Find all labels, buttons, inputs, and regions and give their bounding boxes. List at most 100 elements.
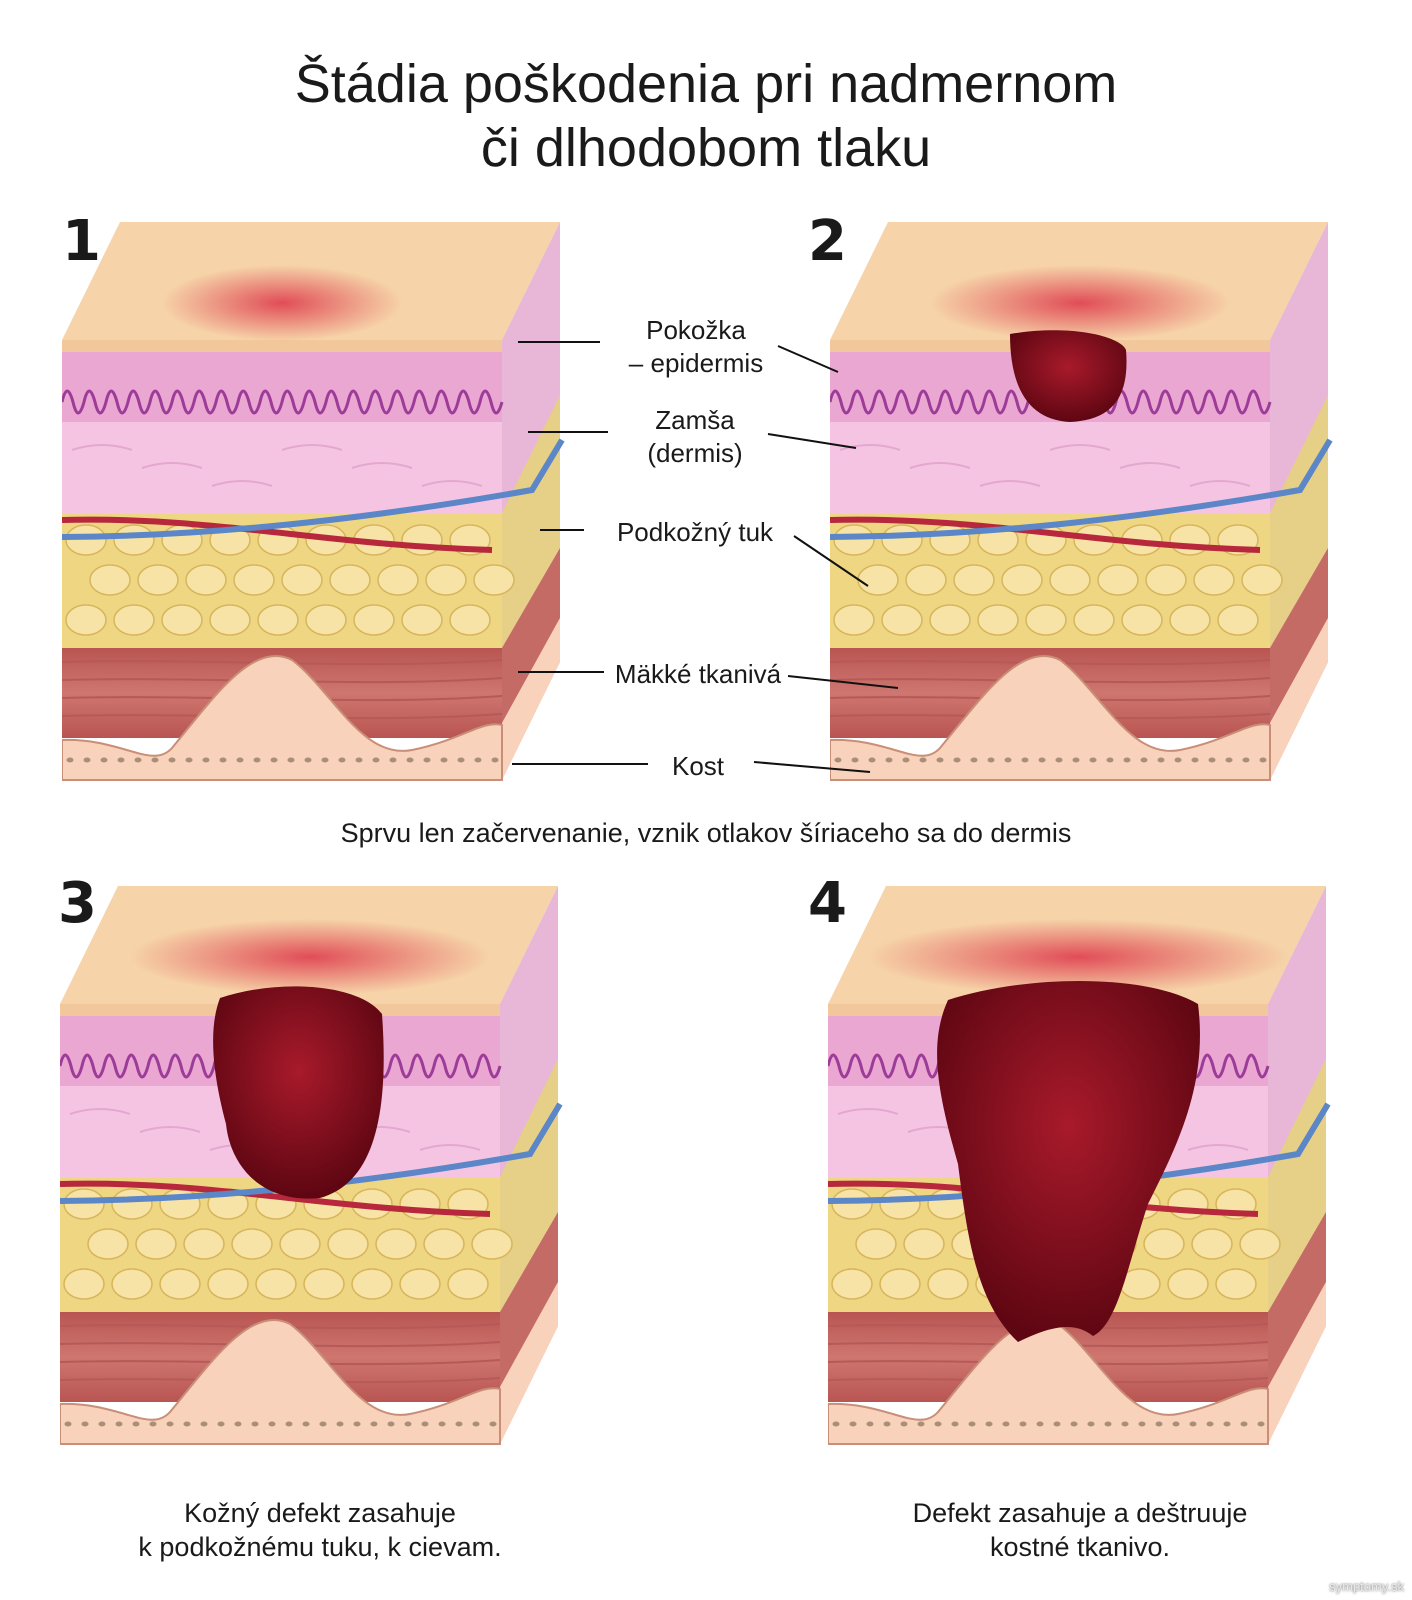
bone-pore (970, 757, 978, 763)
bone-pore (134, 757, 142, 763)
bone-pore (149, 1421, 157, 1427)
fat-cell (233, 564, 275, 596)
fat-cell (351, 1268, 393, 1300)
side-bone (502, 618, 560, 780)
dermis-layer (62, 422, 502, 514)
bone-pore (1004, 757, 1012, 763)
bone-pore (319, 1421, 327, 1427)
bone-pore (1189, 1421, 1197, 1427)
fat-cell (929, 604, 971, 636)
fat-cell (447, 1268, 489, 1300)
bone-pore (355, 757, 363, 763)
bone-pore (1259, 757, 1267, 763)
label-soft-tissue: Mäkké tkanivá (614, 659, 782, 689)
fat-cell (231, 1228, 273, 1260)
fat-cell (1167, 1268, 1209, 1300)
fat-cell (927, 1268, 969, 1300)
fat-cell (137, 564, 179, 596)
fat-cell (977, 604, 1019, 636)
fat-cell (1169, 604, 1211, 636)
bone-pore (472, 1421, 480, 1427)
caption-stage-3-line-1: Kožný defekt zasahuje (184, 1498, 456, 1528)
bone-pore (1121, 1421, 1129, 1427)
dermis-fibre (71, 444, 133, 451)
caption-stage-4: Defekt zasahuje a deštruuje kostné tkani… (800, 1496, 1360, 1564)
bone-pore (83, 757, 91, 763)
fat-cell (87, 1228, 129, 1260)
fat-cell (1191, 1228, 1233, 1260)
bone-pore (851, 757, 859, 763)
bone-pore (1155, 1421, 1163, 1427)
dermis-fibre (839, 444, 901, 451)
bone-pore (202, 757, 210, 763)
bone-pore (866, 1421, 874, 1427)
dermis-fibre (419, 1144, 481, 1151)
watermark: symptomy.sk (1329, 1579, 1404, 1594)
bone-pore (251, 1421, 259, 1427)
fat-cell (905, 564, 947, 596)
redness-area (868, 919, 1288, 995)
fat-cell (209, 604, 251, 636)
fat-cell (449, 604, 491, 636)
bone-pore (1087, 1421, 1095, 1427)
bone-pore (1240, 1421, 1248, 1427)
bone-pore (117, 757, 125, 763)
bone-pore (423, 757, 431, 763)
label-epidermis-line-1: Pokožka (646, 315, 746, 345)
stage-number-3: 3 (58, 871, 97, 936)
fat-cell (1241, 564, 1283, 596)
side-fat (502, 395, 560, 648)
fat-cell (113, 604, 155, 636)
bone-pore (185, 757, 193, 763)
bone-pore (951, 1421, 959, 1427)
dermis-fibre (421, 480, 483, 487)
bone-pore (100, 757, 108, 763)
bone-pore (302, 1421, 310, 1427)
pressure-wound (1010, 330, 1127, 422)
bone-pore (421, 1421, 429, 1427)
fat-cell (1121, 604, 1163, 636)
bone-pore (1157, 757, 1165, 763)
tissue-block-stage-3 (60, 886, 563, 1445)
side-fat (500, 1059, 558, 1312)
fat-cell (111, 1268, 153, 1300)
side-muscle (502, 548, 560, 723)
fat-cell (327, 1228, 369, 1260)
bone-pore (1072, 757, 1080, 763)
fat-cell (89, 564, 131, 596)
bone-pore (236, 757, 244, 763)
title-line-2: či dlhodobom tlaku (480, 118, 932, 178)
bone-pore (1242, 757, 1250, 763)
bone-pore (234, 1421, 242, 1427)
dermis-fibre (351, 462, 413, 469)
bone-pore (491, 757, 499, 763)
fat-cell (473, 564, 515, 596)
dermis-fibre (909, 462, 971, 469)
side-bone (1270, 618, 1328, 780)
side-muscle (500, 1212, 558, 1387)
bone-pore (200, 1421, 208, 1427)
label-bone: Kost (671, 751, 725, 781)
bone-pore (168, 757, 176, 763)
bone-pore (1206, 1421, 1214, 1427)
fat-cell (953, 564, 995, 596)
title-line-1: Štádia poškodenia pri nadmernom (294, 54, 1118, 114)
fat-cell (1025, 604, 1067, 636)
bone-pore (166, 1421, 174, 1427)
fat-cell (257, 604, 299, 636)
bone-pore (832, 1421, 840, 1427)
fat-cell (833, 604, 875, 636)
artery (830, 516, 1261, 553)
fat-cell (1073, 604, 1115, 636)
caption-stages-1-2: Sprvu len začervenanie, vznik otlakov ší… (340, 818, 1072, 848)
bone-pore (270, 757, 278, 763)
stage-number-2: 2 (808, 209, 847, 274)
bone-pore (885, 757, 893, 763)
redness-area (130, 919, 490, 995)
caption-stage-3-line-2: k podkožnému tuku, k cievam. (138, 1532, 502, 1562)
bone-pore (1191, 757, 1199, 763)
bone-pore (455, 1421, 463, 1427)
fat-cell (1097, 564, 1139, 596)
fat-cell (63, 1268, 105, 1300)
bone-pore (66, 757, 74, 763)
